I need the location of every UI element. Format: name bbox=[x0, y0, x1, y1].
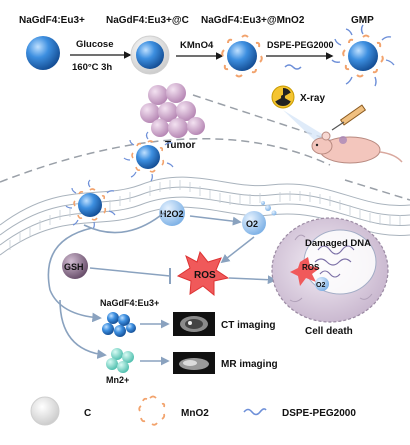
cell-o2-label: O2 bbox=[316, 282, 325, 289]
mr-image bbox=[173, 352, 215, 374]
mouse-illustration bbox=[311, 131, 403, 164]
dashed-guide-line-2 bbox=[0, 138, 331, 183]
legend-carbon-swatch bbox=[30, 396, 60, 426]
legend-mno2-swatch bbox=[138, 395, 166, 426]
nagdf4-eu-label: NaGdF4:Eu3+ bbox=[100, 298, 159, 308]
o2-label: O2 bbox=[246, 219, 258, 229]
arrow3-top-label: DSPE-PEG2000 bbox=[267, 40, 334, 50]
arrow2-top-label: KMnO4 bbox=[180, 40, 214, 51]
legend-c-label: C bbox=[84, 408, 91, 419]
nagdf4-nanoparticle bbox=[26, 36, 60, 70]
cell-ros-label: ROS bbox=[302, 263, 320, 272]
syringe-icon bbox=[331, 104, 367, 131]
h2o2-bubble bbox=[159, 200, 185, 226]
damaged-dna-label: Damaged DNA bbox=[305, 238, 371, 249]
legend-peg-label: DSPE-PEG2000 bbox=[282, 408, 356, 419]
nagdf4-core bbox=[136, 41, 164, 69]
gsh-sphere bbox=[62, 253, 88, 279]
gmp-particle-membrane-2 bbox=[65, 179, 116, 230]
h2o2-to-o2-arrow bbox=[189, 215, 242, 226]
path-to-nagdf4-arrow bbox=[49, 289, 102, 323]
step4-label: GMP bbox=[351, 15, 374, 26]
xray-label: X-ray bbox=[300, 93, 325, 104]
mr-imaging-label: MR imaging bbox=[221, 359, 278, 370]
arrow1-top-label: Glucose bbox=[76, 39, 114, 50]
legend-peg-swatch bbox=[243, 408, 267, 416]
step1-label: NaGdF4:Eu3+ bbox=[19, 15, 85, 26]
cell-death-label: Cell death bbox=[305, 326, 353, 337]
ct-image bbox=[173, 312, 215, 336]
tumor-label: Tumor bbox=[165, 140, 195, 151]
h2o2-label: H2O2 bbox=[160, 209, 184, 219]
synthesis-row: NaGdF4:Eu3+ NaGdF4:Eu3+@C NaGdF4:Eu3+@Mn… bbox=[19, 15, 395, 87]
o2-bubble bbox=[242, 211, 266, 235]
o2-small-bubbles bbox=[261, 201, 277, 216]
dashed-guide-line-3 bbox=[344, 179, 410, 201]
o2-to-ros-arrow bbox=[220, 236, 255, 264]
ros-to-cell-arrow bbox=[228, 275, 277, 285]
path-to-mn2-arrow bbox=[59, 299, 107, 359]
ct-imaging-label: CT imaging bbox=[221, 320, 275, 331]
legend: C MnO2 DSPE-PEG2000 bbox=[30, 395, 356, 426]
path-curve-1 bbox=[47, 227, 93, 291]
tumor-cluster bbox=[140, 83, 205, 138]
step2-label: NaGdF4:Eu3+@C bbox=[106, 15, 189, 26]
radiation-icon bbox=[271, 85, 295, 109]
mn2-label: Mn2+ bbox=[106, 375, 129, 385]
peg-chain-icon bbox=[284, 64, 302, 70]
ros-burst-icon bbox=[176, 250, 230, 297]
legend-mno2-label: MnO2 bbox=[181, 408, 209, 419]
damaged-cell bbox=[271, 217, 389, 323]
nagdf4-cluster bbox=[102, 312, 136, 337]
path-to-h2o2 bbox=[83, 211, 166, 234]
gmp-particle bbox=[331, 24, 395, 87]
mno2-coated-particle bbox=[221, 34, 263, 78]
arrow1-bottom-label: 160°C 3h bbox=[72, 62, 112, 73]
gsh-label: GSH bbox=[64, 262, 84, 272]
mn2-cluster bbox=[106, 348, 134, 373]
ros-label: ROS bbox=[194, 270, 216, 281]
gmp-particle-membrane-1 bbox=[123, 131, 174, 182]
step3-label: NaGdF4:Eu3+@MnO2 bbox=[201, 15, 305, 26]
gsh-inhibit-line bbox=[89, 267, 171, 277]
